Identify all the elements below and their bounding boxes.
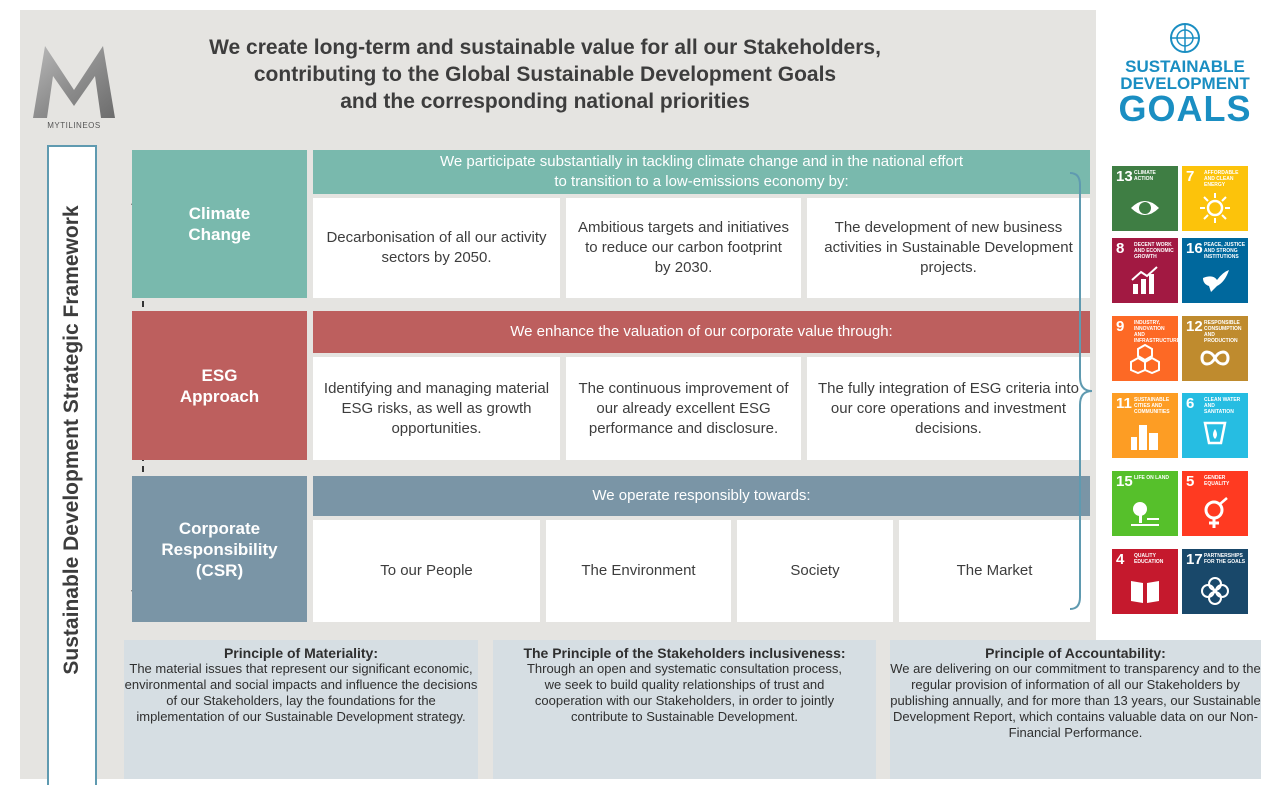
category-esg-approach: ESG Approach [132,311,307,460]
sdg-logo: SUSTAINABLE DEVELOPMENT GOALS [1110,22,1260,132]
sdg-logo-line-2: DEVELOPMENT [1120,74,1250,93]
principle-title: The Principle of the Stakeholders inclus… [523,645,846,661]
esg-header-bar: We enhance the valuation of our corporat… [313,311,1090,353]
mytilineos-m-icon [33,46,115,118]
sdg-tile-label: Industry, Innovation and Infrastructure [1134,320,1181,344]
esg-header-line-1: We enhance the valuation of our corporat… [510,323,893,340]
headline: We create long-term and sustainable valu… [160,34,930,115]
sdg-tile-6: 6 Clean Water and Sanitation [1182,393,1248,458]
sdg-tile-7: 7 Affordable and Clean Energy [1182,166,1248,231]
globe-eye-icon [1131,201,1159,215]
sdg-tile-label: Life on Land [1134,475,1169,481]
company-logo: MYTILINEOS [31,40,117,132]
category-esg-line-1: ESG [201,365,238,385]
csr-header-line-1: We operate responsibly towards: [592,487,811,504]
cubes-icon [1130,343,1160,374]
sdg-tile-4: 4 Quality Education [1112,549,1178,614]
category-csr-line-1: Corporate [178,518,261,538]
climate-item-card: Ambitious targets and initiatives to red… [566,198,801,298]
climate-header-line-1: We participate substantially in tackling… [439,153,964,170]
sdg-tile-5: 5 Gender Equality [1182,471,1248,536]
sdg-tile-label: Climate Action [1134,170,1156,182]
category-esg-line-2: Approach [179,386,260,406]
sdg-tile-label: Partnerships for the Goals [1204,553,1246,565]
sdg-tile-12: 12 Responsible Consumption and Productio… [1182,316,1248,381]
vertical-title-frame [47,145,97,785]
category-csr-line-2: Responsibility [161,539,278,559]
esg-item-card: The continuous improvement of our alread… [566,357,801,460]
sdg-tile-number: 4 [1116,551,1125,568]
sdg-tile-11: 11 Sustainable Cities and Communities [1112,393,1178,458]
headline-line-1: We create long-term and sustainable valu… [209,36,881,59]
gender-icon [1204,497,1228,528]
dove-icon [1203,270,1229,292]
sdg-tile-number: 15 [1116,473,1133,490]
climate-item-card: The development of new business activiti… [807,198,1090,298]
csr-item-card: The Market [899,520,1090,622]
sdg-tile-13: 13 Climate Action [1112,166,1178,231]
principle-title: Principle of Materiality: [223,645,379,661]
city-icon [1131,425,1158,450]
principle-text: Through an open and systematic consultat… [526,661,843,724]
sdg-logo-line-1: SUSTAINABLE [1125,57,1245,76]
principle-title: Principle of Accountability: [985,645,1166,661]
principle-stakeholders-inclusiveness: The Principle of the Stakeholders inclus… [493,640,876,779]
sdg-tile-number: 11 [1116,395,1132,412]
csr-header-bar: We operate responsibly towards: [313,476,1090,516]
headline-line-3: and the corresponding national prioritie… [340,90,750,113]
sdg-tile-16: 16 Peace, Justice and Strong Institution… [1182,238,1248,303]
sdg-tile-number: 6 [1186,395,1195,412]
sdg-tile-label: Decent Work and Economic Growth [1134,242,1174,260]
sdg-logo-line-3: GOALS [1118,88,1252,129]
sdg-tile-17: 17 Partnerships for the Goals [1182,549,1248,614]
rings-icon [1201,577,1229,605]
sdg-tile-number: 13 [1116,168,1133,185]
sdg-tile-number: 8 [1116,240,1125,257]
principle-text: The material issues that represent our s… [124,661,478,724]
logo-wordmark: MYTILINEOS [47,121,101,130]
csr-item-card: To our People [313,520,540,622]
climate-header-line-2: to transition to a low-emissions economy… [554,173,849,190]
growth-chart-icon [1131,266,1158,294]
esg-item-card: Identifying and managing material ESG ri… [313,357,560,460]
category-csr: Corporate Responsibility (CSR) [132,476,307,622]
sdg-tile-number: 9 [1116,318,1125,335]
sdg-tile-label: Peace, Justice and Strong Institutions [1204,242,1246,260]
sdg-tile-number: 16 [1186,240,1203,257]
csr-item-card: The Environment [546,520,731,622]
sdg-tile-number: 12 [1186,318,1203,335]
principle-accountability: Principle of Accountability: We are deli… [890,640,1261,779]
esg-item-card: The fully integration of ESG criteria in… [807,357,1090,460]
sdg-tile-number: 5 [1186,473,1195,490]
headline-line-2: contributing to the Global Sustainable D… [253,63,837,86]
tree-icon [1131,502,1159,526]
sdg-tile-label: Responsible Consumption and Production [1204,320,1242,344]
sdg-tile-label: Quality Education [1134,553,1164,565]
sdg-tile-number: 17 [1186,551,1203,568]
csr-item-card: Society [737,520,893,622]
sdg-tile-label: Clean Water and Sanitation [1204,397,1241,415]
climate-header-bar: We participate substantially in tackling… [313,150,1090,194]
principle-text: We are delivering on our commitment to t… [890,661,1261,740]
un-emblem-icon [1170,23,1200,53]
infinity-icon [1200,350,1230,366]
sdg-tile-8: 8 Decent Work and Economic Growth [1112,238,1178,303]
category-climate-change: Climate Change [132,150,307,298]
sdg-tile-number: 7 [1186,168,1195,185]
book-icon [1131,581,1159,603]
sdg-tile-label: Gender Equality [1204,475,1230,487]
sdg-tile-9: 9 Industry, Innovation and Infrastructur… [1112,316,1181,381]
category-climate-line-2: Change [188,225,251,244]
sdg-tile-label: Sustainable Cities and Communities [1134,397,1170,415]
category-csr-line-3: (CSR) [195,560,244,580]
principle-materiality: Principle of Materiality: The material i… [124,640,478,779]
sun-icon [1200,193,1230,223]
water-drop-icon [1203,421,1227,445]
vertical-title-text: Sustainable Development Strategic Framew… [60,205,83,675]
sdg-tile-15: 15 Life on Land [1112,471,1178,536]
climate-item-card: Decarbonisation of all our activity sect… [313,198,560,298]
category-climate-line-1: Climate [188,204,251,223]
right-brace-icon [1069,172,1093,610]
sdg-tile-label: Affordable and Clean Energy [1204,170,1239,188]
